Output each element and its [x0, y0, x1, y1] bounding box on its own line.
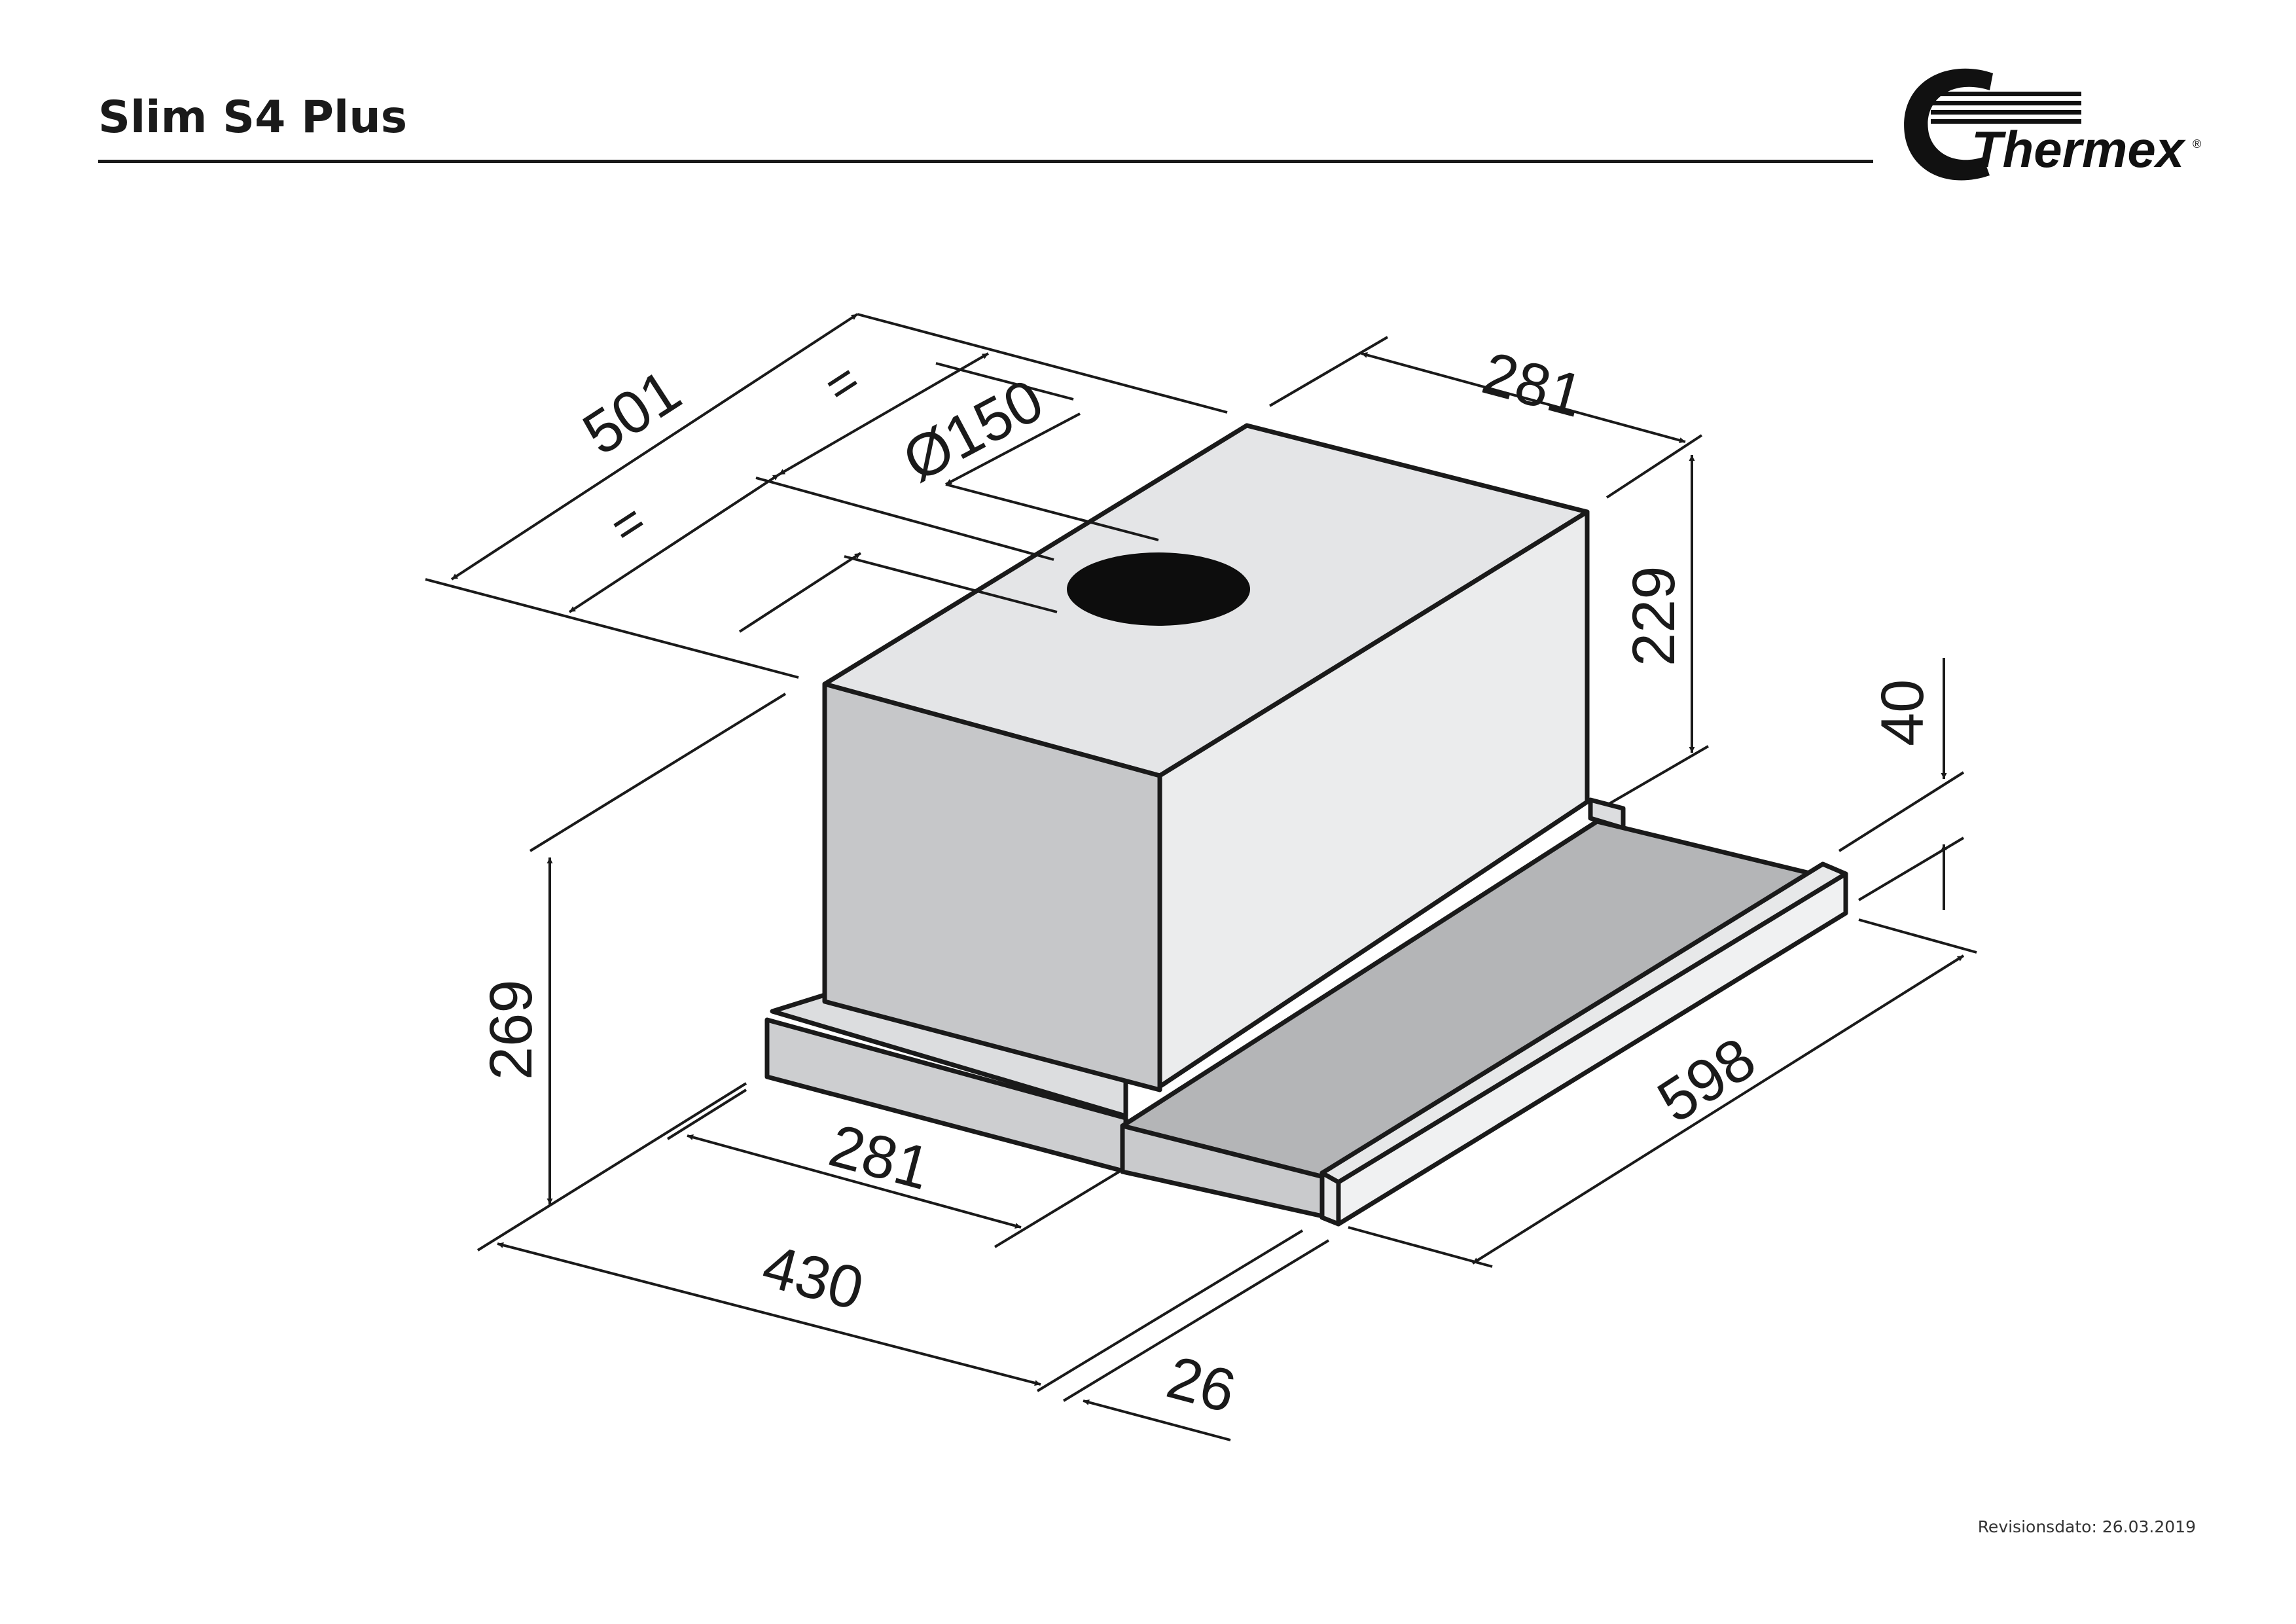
label-430: 430 — [756, 1233, 870, 1323]
label-diameter-150: Ø150 — [893, 367, 1054, 495]
label-501: 501 — [571, 357, 692, 468]
logo-stripe — [1931, 119, 2081, 124]
label-40: 40 — [1869, 679, 1936, 746]
dim-line-430 — [497, 1242, 1041, 1386]
extension-line — [1605, 745, 1710, 806]
page-title: Slim S4 Plus — [98, 92, 408, 143]
title-divider — [98, 160, 1873, 163]
chimney-side-face — [1157, 509, 1590, 1089]
extension-line — [1605, 434, 1703, 499]
dim-line-281-bottom — [687, 1134, 1022, 1229]
dim-line-281-top — [1361, 352, 1686, 443]
extension-line — [844, 555, 1058, 613]
label-equal-left: = — [600, 492, 656, 556]
logo-registered-mark: ® — [2193, 137, 2201, 151]
logo-stripe — [1931, 101, 2081, 105]
dim-line-equal — [778, 352, 990, 476]
extension-line — [857, 313, 1228, 414]
label-281-top: 281 — [1476, 340, 1590, 430]
extension-line — [476, 1082, 747, 1252]
extension-line — [945, 483, 1159, 541]
extension-line — [1062, 1239, 1330, 1402]
label-269: 269 — [478, 980, 545, 1081]
extension-line — [529, 693, 787, 852]
extension-line — [666, 1089, 747, 1140]
label-281-bottom: 281 — [823, 1112, 937, 1202]
front-rail-face — [1319, 1170, 1341, 1227]
dim-line-598 — [1471, 954, 1965, 1265]
extension-line — [1858, 918, 1977, 954]
dimension-lines — [425, 313, 1977, 1441]
extension-line — [1348, 1226, 1493, 1268]
revision-date: Revisionsdato: 26.03.2019 — [1977, 1517, 2196, 1536]
extension-line — [1268, 336, 1389, 407]
label-equal-right: = — [814, 351, 870, 416]
dim-line-150 — [738, 552, 862, 633]
logo-c-mark — [1904, 68, 1993, 181]
duct-hole — [1067, 552, 1250, 626]
dim-line-equal — [568, 473, 780, 613]
logo-wordmark: Thermex — [1971, 120, 2187, 178]
extension-line — [1036, 1229, 1304, 1392]
extension-line — [755, 477, 1054, 561]
dim-line-150 — [945, 412, 1081, 486]
extension-line — [1857, 837, 1965, 901]
extension-line — [1838, 771, 1965, 852]
extension-line — [425, 578, 799, 679]
thermex-logo: Thermex ® — [1904, 68, 2201, 181]
chimney-front-face — [822, 681, 1162, 1092]
dim-line-26 — [1083, 1399, 1231, 1441]
logo-stripe — [1931, 92, 2081, 96]
label-598: 598 — [1646, 1025, 1767, 1136]
logo-stripe — [1931, 110, 2081, 115]
extension-line — [994, 1170, 1121, 1248]
label-229: 229 — [1621, 566, 1687, 667]
label-26: 26 — [1160, 1344, 1242, 1426]
